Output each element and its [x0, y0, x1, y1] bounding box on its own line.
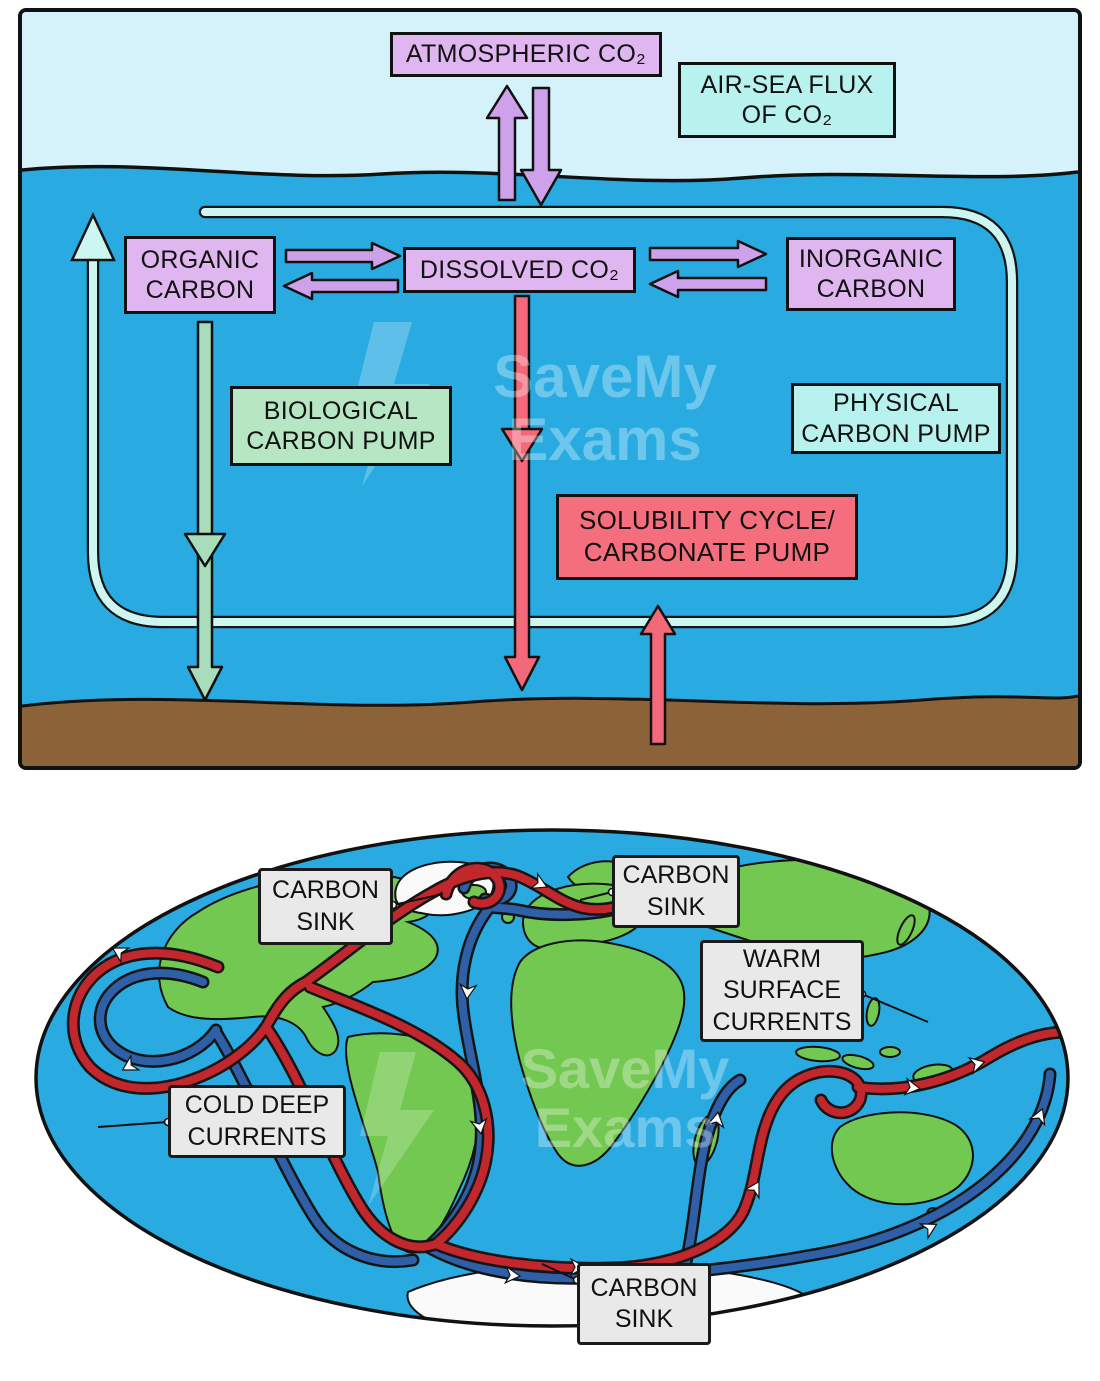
box-atmospheric-co2: ATMOSPHERIC CO₂	[390, 32, 662, 77]
mid-arrowhead-icon	[500, 427, 544, 463]
co2-down-arrow-icon	[519, 86, 563, 207]
left-arrow-icon	[648, 269, 768, 299]
left-arrow-icon	[282, 271, 400, 301]
flux-panel	[18, 8, 1082, 770]
box-organic-carbon: ORGANIC CARBON	[124, 236, 276, 314]
japan	[896, 914, 916, 946]
label-carbon-sink-north-atlantic-west: CARBON SINK	[258, 868, 393, 945]
co2-up-arrow-icon	[485, 84, 529, 202]
box-inorganic-carbon: INORGANIC CARBON	[786, 237, 956, 311]
flux-graphics	[22, 12, 1078, 766]
box-dissolved-co2: DISSOLVED CO₂	[403, 247, 636, 293]
indonesia	[795, 1045, 841, 1063]
ocean-currents-map	[28, 822, 1078, 1342]
biological-pump-sink-arrow	[183, 320, 227, 702]
solubility-pump-sink-arrow	[500, 294, 544, 692]
seafloor-line	[22, 694, 1078, 708]
indonesia-2	[841, 1053, 875, 1071]
right-arrow-icon	[648, 239, 768, 269]
globe-outline	[34, 828, 1070, 1328]
mid-arrowhead-icon	[183, 532, 227, 568]
label-carbon-sink-southern-ocean: CARBON SINK	[577, 1263, 711, 1345]
air-sea-exchange-arrows	[485, 84, 563, 207]
loop-up-arrowhead-icon	[70, 212, 116, 262]
box-solubility-carbonate-pump: SOLUBILITY CYCLE/ CARBONATE PUMP	[556, 494, 858, 580]
organic-dissolved-exchange-arrows	[282, 241, 402, 301]
circulation-loop	[70, 205, 1019, 629]
indonesia-3	[879, 1046, 901, 1058]
seafloor	[22, 696, 1078, 766]
philippines	[865, 997, 881, 1027]
box-air-sea-flux: AIR-SEA FLUX OF CO₂	[678, 62, 896, 138]
watermark-bolt-icon	[360, 1052, 434, 1206]
map-graphics	[34, 828, 1070, 1328]
australia	[830, 1111, 974, 1206]
label-carbon-sink-north-atlantic-east: CARBON SINK	[612, 855, 740, 928]
label-warm-surface-currents: WARM SURFACE CURRENTS	[700, 940, 864, 1042]
africa	[510, 939, 686, 1167]
box-physical-carbon-pump: PHYSICAL CARBON PUMP	[791, 383, 1001, 454]
label-cold-deep-currents: COLD DEEP CURRENTS	[168, 1085, 346, 1158]
right-arrow-icon	[284, 241, 402, 271]
box-biological-carbon-pump: BIOLOGICAL CARBON PUMP	[230, 386, 452, 466]
sediment-release-up-arrow	[639, 604, 677, 746]
dissolved-inorganic-exchange-arrows	[648, 239, 768, 299]
